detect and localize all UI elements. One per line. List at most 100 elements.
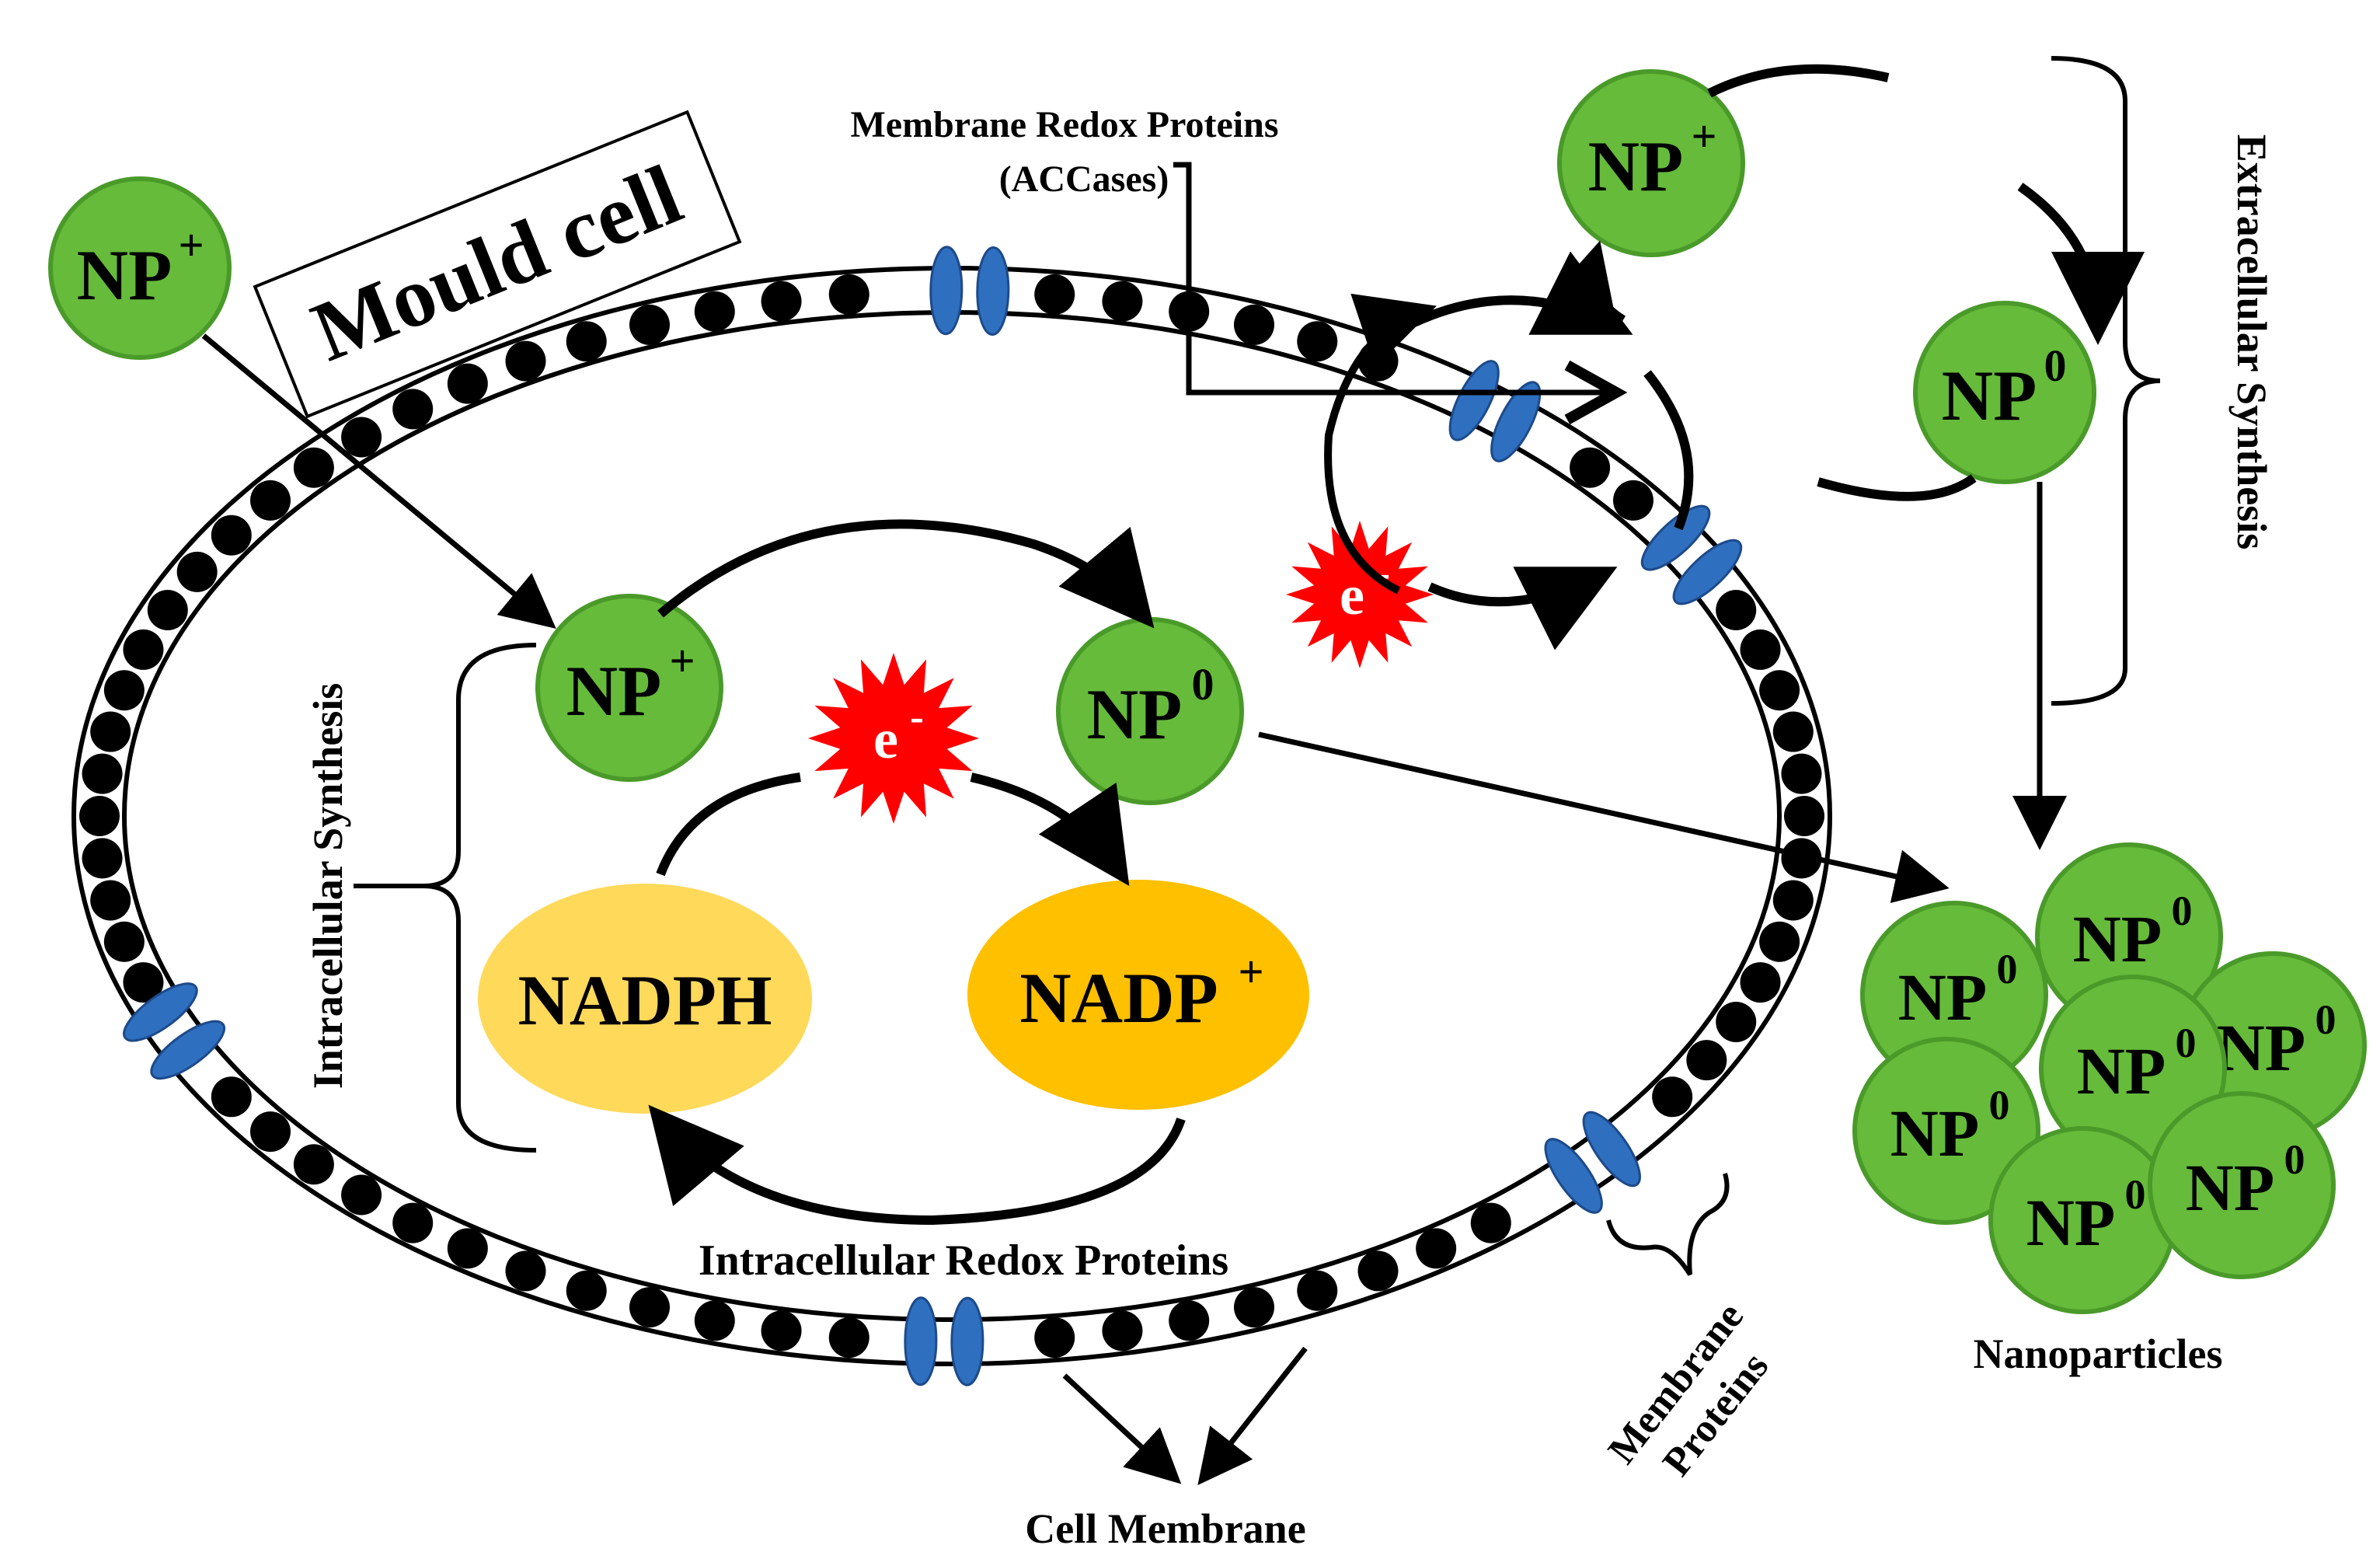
membrane-dot — [103, 921, 145, 962]
membrane-protein — [1672, 539, 1743, 605]
svg-text:NP: NP — [1087, 675, 1183, 754]
membrane-dot — [392, 1202, 434, 1243]
membrane-proteins-label: Membrane Proteins — [1600, 1295, 1777, 1484]
extracellular-return-arrow — [1817, 474, 1977, 501]
membrane-dot — [293, 1144, 334, 1185]
extracellular-reduction-arrow — [1707, 64, 2098, 326]
membrane-protein — [904, 1296, 938, 1386]
membrane-dot — [629, 304, 670, 345]
extracellular-synthesis-label: Extracellular Synthesis — [2228, 134, 2275, 550]
membrane-dot — [82, 753, 123, 794]
membrane-dot — [1652, 1076, 1693, 1118]
membrane-dot — [103, 670, 145, 711]
accases-label: (ACCases) — [999, 159, 1169, 200]
membrane-dot — [341, 1174, 382, 1215]
membrane-dot — [566, 321, 607, 362]
nanoparticle-superscript: 0 — [1989, 1082, 2010, 1128]
membrane-dot — [341, 417, 382, 458]
np-plus-extracellular: NP + — [1557, 69, 1745, 257]
membrane-dot — [250, 1111, 291, 1153]
membrane-dot — [1784, 796, 1824, 836]
nanoparticle-label: NP — [2073, 902, 2162, 976]
membrane-protein — [929, 246, 963, 336]
np-plus-extracellular-circle — [1557, 69, 1745, 257]
membrane-dot — [1297, 321, 1338, 362]
cell-membrane — [71, 246, 1832, 1386]
membrane-inner — [122, 310, 1782, 1322]
np-zero-extracellular: NP 0 — [1913, 301, 2096, 484]
membrane-dot — [147, 590, 188, 631]
nanoparticle-superscript: 0 — [1997, 946, 2018, 992]
membrane-dot — [1357, 340, 1399, 382]
membrane-protein — [976, 246, 1010, 337]
membrane-dot — [82, 838, 123, 879]
membrane-dot — [1716, 1001, 1757, 1042]
nadph-node: NADPH — [478, 884, 812, 1114]
cell-membrane-arrow-right — [1197, 1346, 1308, 1485]
svg-text:0: 0 — [1192, 659, 1214, 710]
nanoparticle-label: NP — [2186, 1150, 2275, 1225]
np-plus-intracellular: NP + — [535, 594, 723, 782]
membrane-dots — [79, 274, 1824, 1358]
membrane-dot — [79, 796, 120, 836]
membrane-dot — [505, 1250, 546, 1292]
membrane-dot — [1740, 629, 1781, 670]
svg-text:-: - — [910, 693, 924, 740]
np-plus-intracellular-circle — [535, 594, 723, 782]
membrane-dot — [1759, 921, 1800, 962]
svg-text:+: + — [669, 636, 695, 686]
nanoparticle-label: NP — [1890, 1096, 1980, 1170]
np-plus-outside-circle — [48, 176, 232, 360]
membrane-dot — [392, 389, 434, 430]
svg-text:NP: NP — [1942, 356, 2037, 435]
membrane-dot — [1034, 274, 1075, 315]
membrane-redox-proteins-label: Membrane Redox Proteins — [850, 104, 1278, 145]
np-zero-intracellular: NP 0 — [1056, 617, 1244, 805]
membrane-dot — [629, 1287, 670, 1328]
membrane-protein — [150, 1020, 225, 1080]
nanoparticle-circle — [2148, 1091, 2336, 1279]
nanoparticle-label: NP — [1898, 960, 1988, 1034]
mould-cell-box — [253, 110, 742, 419]
membrane-dot — [761, 1310, 802, 1352]
membrane-dot — [1772, 880, 1814, 921]
membrane-dot — [211, 514, 252, 556]
nanoparticle-superscript: 0 — [2316, 996, 2336, 1043]
nadph-label: NADPH — [517, 961, 772, 1040]
membrane-dot — [1102, 281, 1143, 322]
membrane-dot — [1297, 1270, 1338, 1311]
nanoparticle-superscript: 0 — [2125, 1171, 2146, 1218]
nanoparticle-label: NP — [2077, 1034, 2166, 1108]
nanoparticle-superscript: 0 — [2172, 888, 2193, 934]
membrane-dot — [694, 291, 735, 332]
membrane-dot — [123, 962, 164, 1003]
membrane-dot — [1416, 1228, 1457, 1269]
accases-connector — [1173, 162, 1616, 392]
membrane-redox-arrow-left — [1324, 293, 1437, 595]
cell-membrane-label: Cell Membrane — [1025, 1505, 1305, 1552]
nadph-ellipse — [478, 884, 812, 1114]
nanoparticle-label: NP — [2217, 1010, 2306, 1085]
intracellular-redox-proteins-label: Intracellular Redox Proteins — [699, 1236, 1228, 1285]
svg-text:0: 0 — [2044, 340, 2067, 391]
membrane-protein — [1582, 1111, 1641, 1188]
membrane-protein — [1640, 504, 1711, 571]
membrane-protein — [1490, 381, 1542, 462]
membrane-redox-arrow-bottom — [1427, 567, 1618, 650]
membrane-dot — [1169, 1300, 1210, 1341]
membrane-dot — [1234, 1287, 1275, 1328]
membrane-dot — [828, 274, 869, 315]
electron-burst-intracellular — [808, 653, 979, 824]
nadph-to-nadp-arrow — [656, 773, 1119, 874]
svg-text:NP: NP — [77, 235, 172, 315]
intracellular-export-arrow — [1258, 731, 1950, 903]
extracellular-membrane-to-np-plus-arrow — [1553, 240, 1626, 322]
membrane-dot — [828, 1317, 869, 1358]
